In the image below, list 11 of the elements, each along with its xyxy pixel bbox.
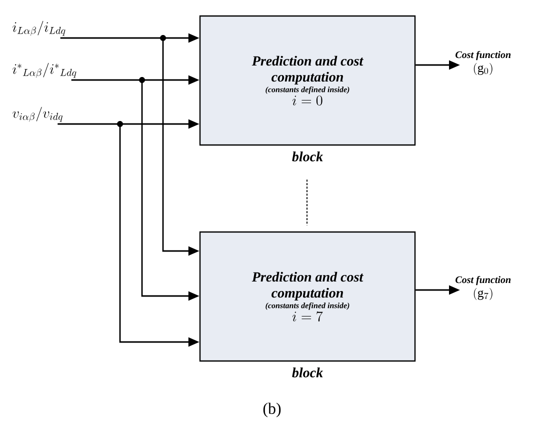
connector-line bbox=[306, 179, 308, 226]
output-label: Cost function $(\mathrm{g}_{0})$ bbox=[456, 50, 511, 76]
signal-label: $i^{*}{}_{L\alpha\beta}/i^{*}{}_{Ldq}$ bbox=[12, 62, 76, 78]
node-label: block bbox=[292, 368, 323, 378]
output-label: Cost function $(\mathrm{g}_{7})$ bbox=[456, 276, 511, 300]
node-label: block bbox=[292, 152, 323, 162]
process-box: Prediction and cost computation (constants defined inside) $i = 0$ block bbox=[199, 15, 416, 162]
caption: (b) bbox=[263, 402, 281, 418]
signal-label: $i_{L\alpha\beta}/i_{Ldq}$ bbox=[12, 20, 66, 36]
process-box: Prediction and cost computation (constants defined inside) $i = 7$ block bbox=[199, 231, 416, 378]
signal-label: $v_{i\alpha\beta}/v_{idq}$ bbox=[12, 106, 63, 122]
